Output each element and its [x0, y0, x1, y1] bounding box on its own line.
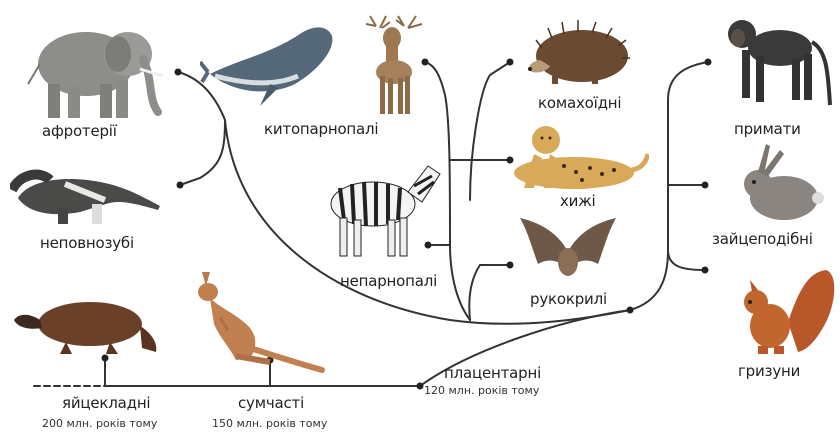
rabbit-icon: [734, 140, 826, 225]
label-cetartiodactyla: китопарнопалі: [264, 120, 378, 138]
label-monotremes: яйцекладні: [62, 394, 150, 412]
squirrel-icon: [728, 262, 838, 358]
monkey-icon: [718, 10, 836, 112]
label-xenarthra: неповнозубі: [40, 234, 134, 252]
time-placentals: 120 млн. років тому: [424, 384, 539, 397]
deer-icon: [358, 14, 430, 119]
hedgehog-icon: [522, 18, 632, 86]
anteater-icon: [10, 160, 165, 228]
label-marsupials: сумчасті: [238, 394, 304, 412]
label-chiroptera: рукокрилі: [530, 290, 607, 308]
bat-icon: [518, 212, 618, 290]
label-carnivora: хижі: [560, 192, 596, 210]
zebra-icon: [318, 158, 446, 260]
label-lagomorpha: зайцеподібні: [712, 230, 813, 248]
label-rodentia: гризуни: [738, 362, 800, 380]
cheetah-icon: [494, 118, 649, 196]
time-monotremes: 200 млн. років тому: [42, 417, 157, 430]
label-perissodactyla: непарнопалі: [340, 272, 437, 290]
kangaroo-icon: [180, 268, 325, 373]
label-primates: примати: [734, 120, 801, 138]
label-afrotheria: афротерії: [42, 122, 117, 140]
time-marsupials: 150 млн. років тому: [212, 417, 327, 430]
label-placentals: плацентарні: [444, 364, 541, 382]
label-eulipotyphla: комахоїдні: [538, 94, 621, 112]
platypus-icon: [10, 282, 160, 362]
whale-icon: [200, 14, 340, 109]
elephant-icon: [18, 14, 173, 122]
